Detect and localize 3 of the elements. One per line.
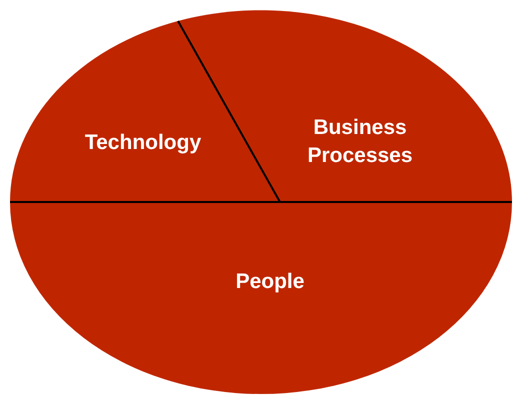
segment-label: Business Processes — [306, 115, 414, 169]
segment-label: People — [234, 269, 306, 295]
segment-label: Technology — [84, 130, 202, 156]
